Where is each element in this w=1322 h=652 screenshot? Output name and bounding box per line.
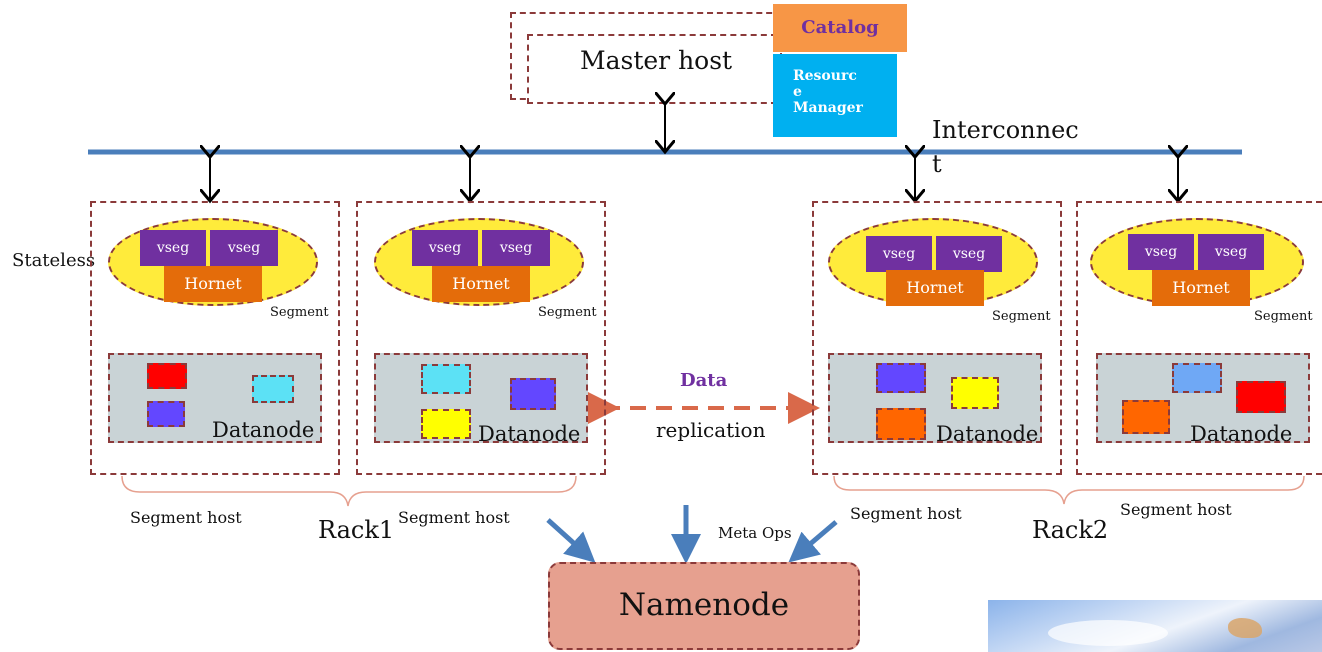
vseg-2b: vseg: [482, 230, 550, 266]
vseg-4b: vseg: [1198, 234, 1264, 270]
namenode-arrow-right: [788, 520, 838, 563]
hornet-3: Hornet: [886, 270, 984, 306]
vseg-3b: vseg: [936, 236, 1002, 272]
interconnect-label-wrap: t: [932, 150, 942, 178]
vseg-2a: vseg: [412, 230, 478, 266]
catalog-label: Catalog: [801, 17, 879, 38]
meta-ops-label: Meta Ops: [718, 524, 792, 542]
resource-manager-label: Resourc e Manager: [793, 68, 863, 116]
segment-host-4-label: Segment host: [1120, 500, 1232, 519]
segment-1-label: Segment: [270, 305, 329, 320]
rack1-label: Rack1: [318, 516, 395, 544]
datanode-3-label: Datanode: [936, 422, 1039, 446]
block-3-blue: [876, 363, 926, 393]
block-2-blue: [510, 378, 556, 410]
replication-data-label: Data: [680, 370, 728, 391]
segment-host-4: [1076, 201, 1322, 475]
segment-host-3: [812, 201, 1062, 475]
block-1-red: [147, 363, 187, 389]
segment-host-2: [356, 201, 606, 475]
segment-2-label: Segment: [538, 305, 597, 320]
datanode-2-label: Datanode: [478, 422, 581, 446]
block-4-orange: [1122, 400, 1170, 434]
namenode-box: [548, 562, 860, 650]
datanode-1-label: Datanode: [212, 418, 315, 442]
replication-label: replication: [656, 418, 766, 442]
hornet-4: Hornet: [1152, 270, 1250, 306]
segment-3-label: Segment: [992, 309, 1051, 324]
interconnect-label: Interconnec: [932, 116, 1079, 144]
vseg-1b: vseg: [210, 230, 278, 266]
block-2-yellow: [421, 409, 471, 439]
segment-host-1: [90, 201, 340, 475]
rack1-bracket: [121, 475, 577, 507]
block-3-yellow: [951, 377, 999, 409]
block-1-blue: [147, 401, 185, 427]
vseg-4a: vseg: [1128, 234, 1194, 270]
resource-manager-box: Resourc e Manager: [773, 54, 897, 137]
block-2-cyan: [421, 364, 471, 394]
segment-4-label: Segment: [1254, 309, 1313, 324]
master-host-box: [527, 34, 777, 104]
datanode-4-label: Datanode: [1190, 422, 1293, 446]
rack2-label: Rack2: [1032, 516, 1109, 544]
segment-host-2-label: Segment host: [398, 508, 510, 527]
hornet-1: Hornet: [164, 266, 262, 302]
master-host-label: Master host: [580, 46, 733, 75]
block-3-orange: [876, 408, 926, 440]
rack2-bracket: [833, 475, 1305, 505]
datanode-3: [828, 353, 1042, 443]
catalog-box: Catalog: [773, 4, 907, 52]
block-4-lightblue: [1172, 363, 1222, 393]
vseg-1a: vseg: [140, 230, 206, 266]
segment-host-1-label: Segment host: [130, 508, 242, 527]
segment-host-3-label: Segment host: [850, 504, 962, 523]
stateless-label: Stateless: [12, 250, 96, 271]
namenode-label: Namenode: [618, 587, 790, 623]
hornet-2: Hornet: [432, 266, 530, 302]
corner-photo: [988, 600, 1322, 652]
block-1-cyan: [252, 375, 294, 403]
namenode-arrow-left: [546, 518, 596, 563]
vseg-3a: vseg: [866, 236, 932, 272]
block-4-red: [1236, 381, 1286, 413]
